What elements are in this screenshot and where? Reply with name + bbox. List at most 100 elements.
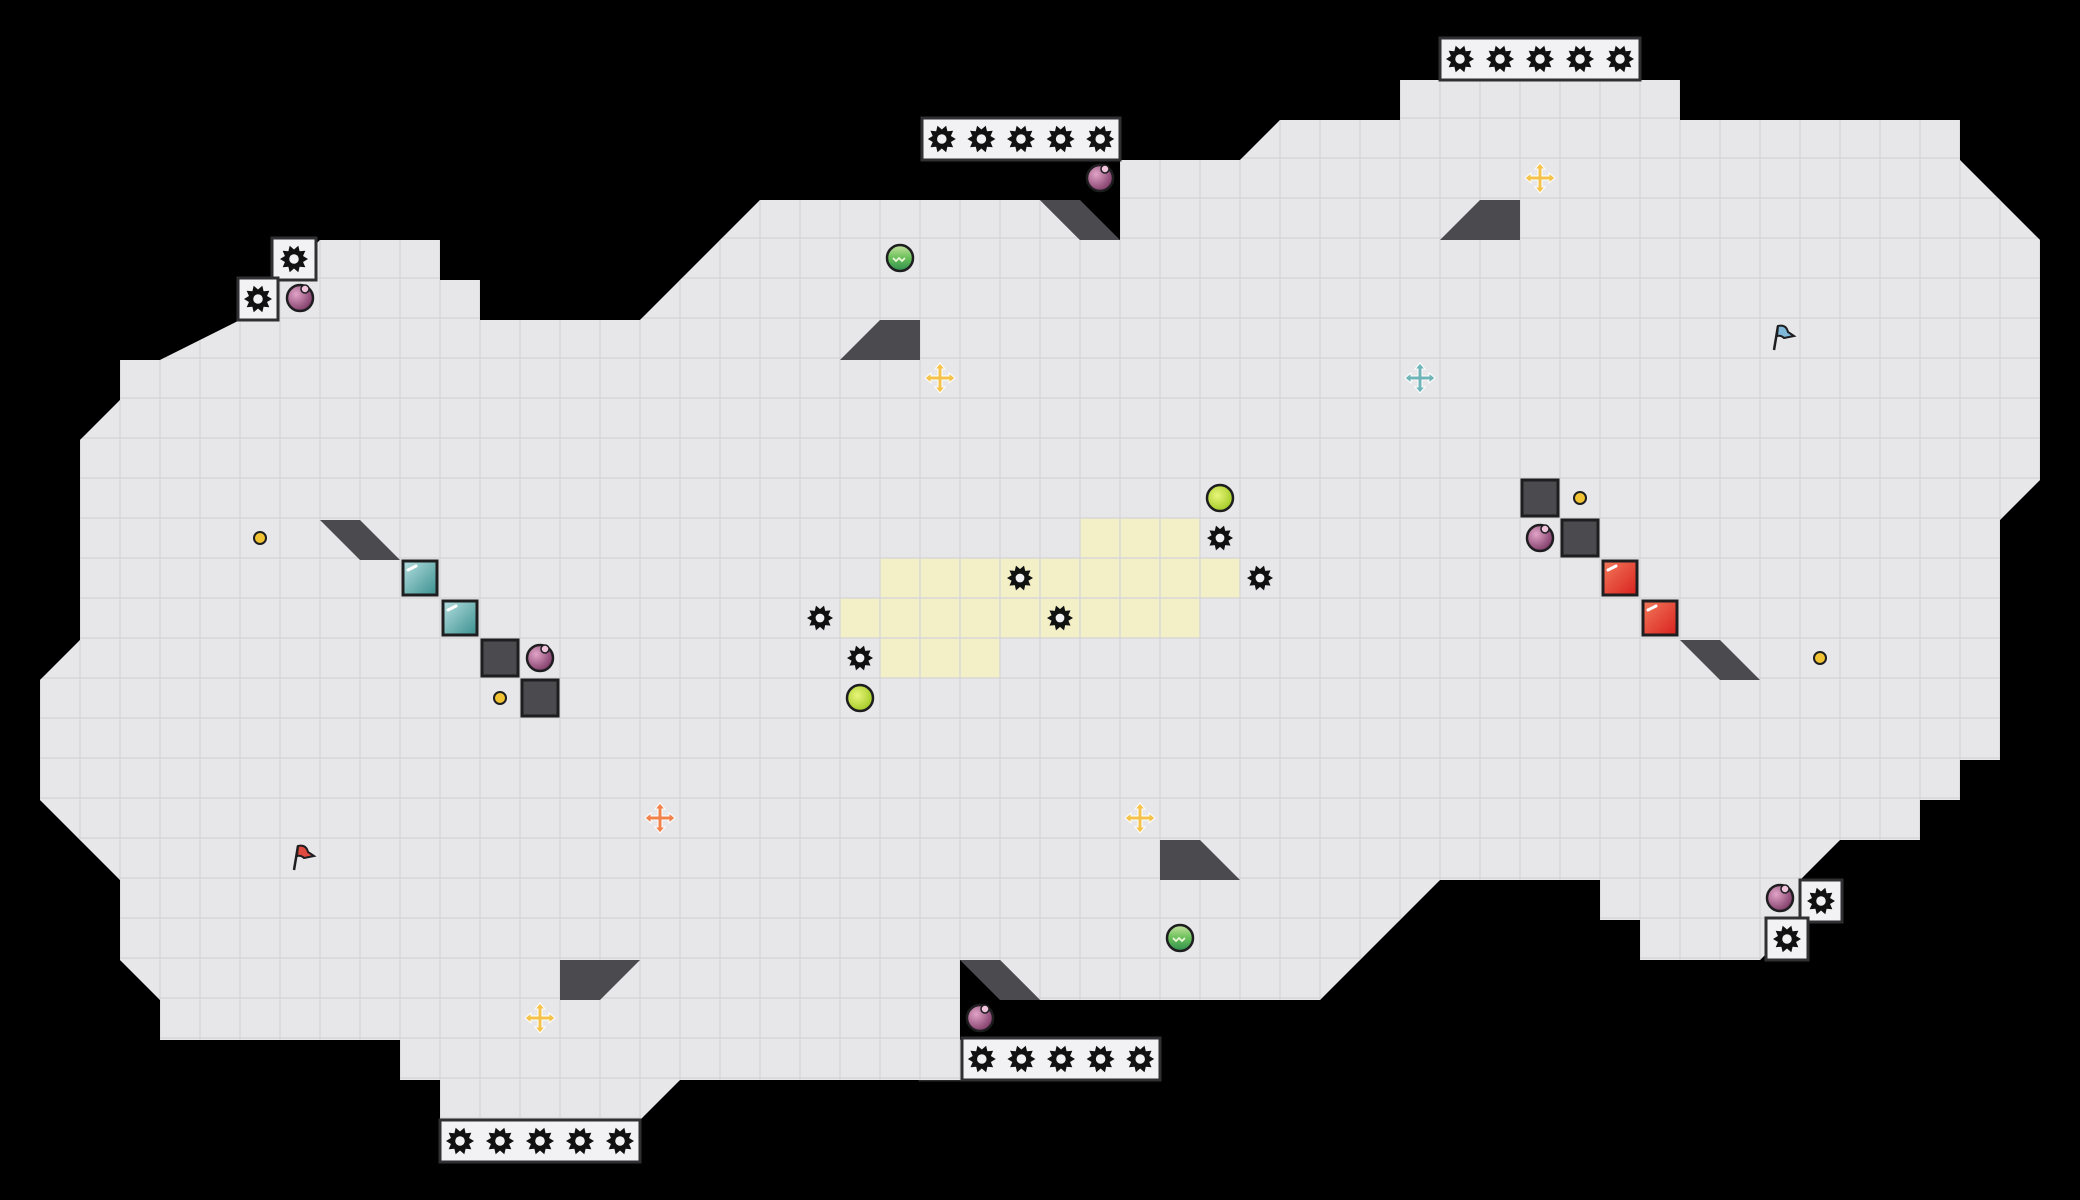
zone-cell (1080, 558, 1120, 598)
red-block-icon (1601, 559, 1639, 597)
coin-icon (1573, 491, 1587, 505)
solid-blocks (480, 478, 1600, 718)
ramp (560, 960, 640, 1000)
zone-cell (880, 598, 920, 638)
ramp (840, 320, 920, 360)
cross-arrow-icon (1124, 802, 1156, 834)
cross-arrow-icon (1404, 362, 1436, 394)
zone-cell (1160, 558, 1200, 598)
spike-icon (1047, 605, 1073, 631)
spike-icon (1566, 45, 1594, 73)
spike-ledge (438, 1118, 642, 1164)
spike-icon (1086, 125, 1115, 153)
spike-icon (526, 1127, 554, 1155)
spike-icon (1007, 565, 1033, 591)
gem-icon (885, 243, 915, 273)
ramp (1680, 640, 1760, 680)
zone-cell (840, 598, 880, 638)
spike-ledge (1438, 36, 1642, 82)
cross-arrow-icon (644, 802, 676, 834)
spike-icon (807, 605, 833, 631)
spike-icon (1247, 565, 1273, 591)
cross-arrow-icon (924, 362, 956, 394)
coin-icon (493, 691, 507, 705)
zone-cell (920, 558, 960, 598)
spike-icon (1807, 887, 1835, 915)
spike-icon (967, 1045, 996, 1073)
ramp (1440, 200, 1520, 240)
zone-cell (920, 598, 960, 638)
spike-icon (967, 125, 996, 153)
spike-ledge (270, 236, 318, 282)
spike-icon (566, 1127, 594, 1155)
spike-icon (1046, 125, 1075, 153)
gem-icon (1165, 923, 1195, 953)
spike-icon (1007, 1045, 1036, 1073)
booster-icon (1205, 483, 1235, 513)
zone-cell (1080, 518, 1120, 558)
orb-icon (525, 643, 555, 673)
zone-cell (920, 638, 960, 678)
spike-ledge (1764, 916, 1810, 962)
spike-icon (1486, 45, 1514, 73)
spike-icon (606, 1127, 634, 1155)
spike-icon (446, 1127, 474, 1155)
orb-icon (965, 1003, 995, 1033)
ramps (320, 200, 1760, 1000)
spike-ledge (1798, 878, 1844, 924)
zone-cell (880, 558, 920, 598)
spike-icon (1606, 45, 1634, 73)
zone-cell (1120, 518, 1160, 558)
spike-ledge (236, 276, 280, 322)
zone-cell (960, 558, 1000, 598)
ramp (1160, 840, 1240, 880)
orb-icon (1085, 163, 1115, 193)
spike-icon (847, 645, 873, 671)
flag-icon (1772, 324, 1797, 351)
zone-cell (1080, 598, 1120, 638)
spike-icon (486, 1127, 514, 1155)
zone-cell (1120, 558, 1160, 598)
solid-block (1560, 518, 1600, 558)
orb-icon (1765, 883, 1795, 913)
zone-cell (1120, 598, 1160, 638)
spike-icon (1773, 925, 1801, 953)
spike-icon (1126, 1045, 1155, 1073)
zone-cell (960, 598, 1000, 638)
spike-ledges (236, 36, 1844, 1164)
coin-icon (253, 531, 267, 545)
solid-block (520, 678, 560, 718)
zone-cell (1040, 558, 1080, 598)
zone-cell (1160, 518, 1200, 558)
items (253, 162, 1827, 1034)
zone-cell (1000, 598, 1040, 638)
capture-zone (840, 518, 1240, 678)
orb-icon (1525, 523, 1555, 553)
spike-ledge (920, 116, 1122, 162)
spike-icon (280, 245, 308, 273)
spike-icon (1047, 1045, 1075, 1073)
spike-ledge (960, 1036, 1162, 1082)
ramp (320, 520, 400, 560)
spike-icon (1086, 1045, 1115, 1073)
spike-icon (244, 285, 272, 313)
spike-icon (1526, 45, 1554, 73)
solid-block (480, 638, 520, 678)
spike-icon (1007, 125, 1035, 153)
teal-block-icon (401, 559, 439, 597)
spike-icon (927, 125, 956, 153)
orb-icon (285, 283, 315, 313)
cross-arrow-icon (1524, 162, 1556, 194)
zone-cell (1200, 558, 1240, 598)
ramp (1040, 200, 1120, 240)
cross-arrow-icon (524, 1002, 556, 1034)
zone-cell (880, 638, 920, 678)
spike-icon (1446, 45, 1474, 73)
zone-cell (960, 638, 1000, 678)
spike-icon (1207, 525, 1233, 551)
solid-block (1520, 478, 1560, 518)
coin-icon (1813, 651, 1827, 665)
